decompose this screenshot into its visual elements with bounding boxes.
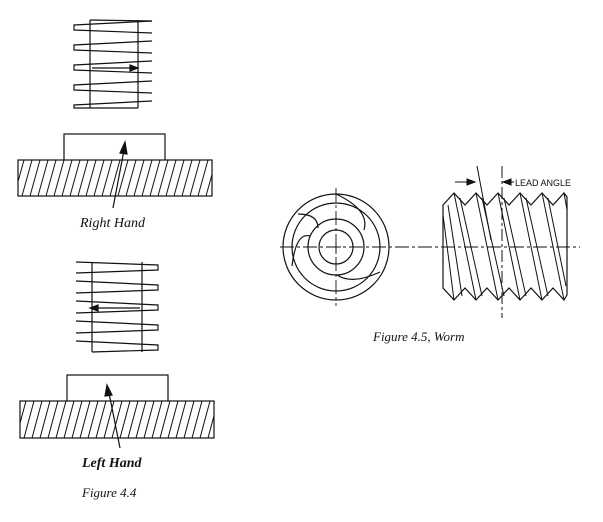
worm-centerlines	[280, 188, 580, 306]
left-hand-screw	[75, 261, 159, 353]
worm-side-view	[442, 192, 568, 301]
left-hand-threads	[75, 261, 159, 353]
right-hand-nut	[63, 133, 166, 162]
lead-angle-construction	[455, 165, 514, 318]
figure-4-5-caption: Figure 4.5, Worm	[372, 329, 464, 344]
lead-angle-label: LEAD ANGLE	[515, 178, 571, 188]
left-hand-nut	[66, 374, 169, 403]
right-hand-threads	[73, 19, 153, 109]
right-hand-base-block	[17, 159, 213, 197]
worm-center-mark	[331, 242, 341, 252]
right-hand-screw	[73, 19, 153, 109]
figure-4-4-caption: Figure 4.4	[81, 485, 137, 500]
left-hand-leader-arrow	[104, 383, 121, 449]
right-hand-label: Right Hand	[79, 216, 146, 231]
right-hand-leader-arrow	[112, 139, 128, 209]
left-hand-label: Left Hand	[81, 456, 142, 471]
